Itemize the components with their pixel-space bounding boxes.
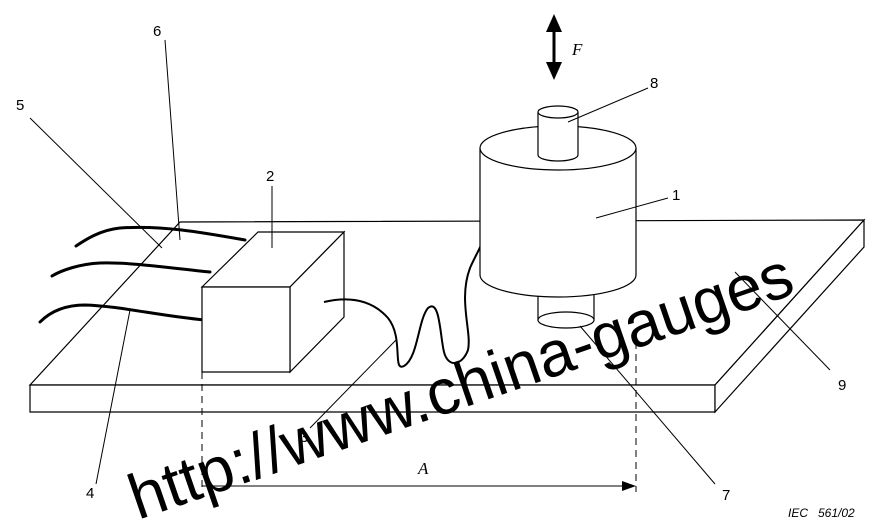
distance-label: A [417, 459, 429, 478]
label-8: 8 [650, 75, 658, 92]
leader-lines [29, 39, 831, 485]
cables [38, 225, 247, 324]
label-4: 4 [86, 485, 94, 502]
top-plunger [537, 105, 579, 162]
force-label: F [571, 40, 583, 59]
label-9: 9 [838, 377, 846, 394]
force-arrow [546, 14, 562, 80]
label-5: 5 [16, 97, 24, 114]
label-3: 3 [300, 429, 308, 446]
label-6: 6 [153, 23, 161, 40]
sensor-box [200, 230, 346, 374]
dimension-a [201, 330, 637, 492]
reference-code: IEC 561/02 [788, 506, 855, 520]
label-7: 7 [722, 487, 730, 504]
label-1: 1 [672, 187, 680, 204]
label-2: 2 [266, 168, 274, 185]
connecting-cable [323, 239, 483, 368]
